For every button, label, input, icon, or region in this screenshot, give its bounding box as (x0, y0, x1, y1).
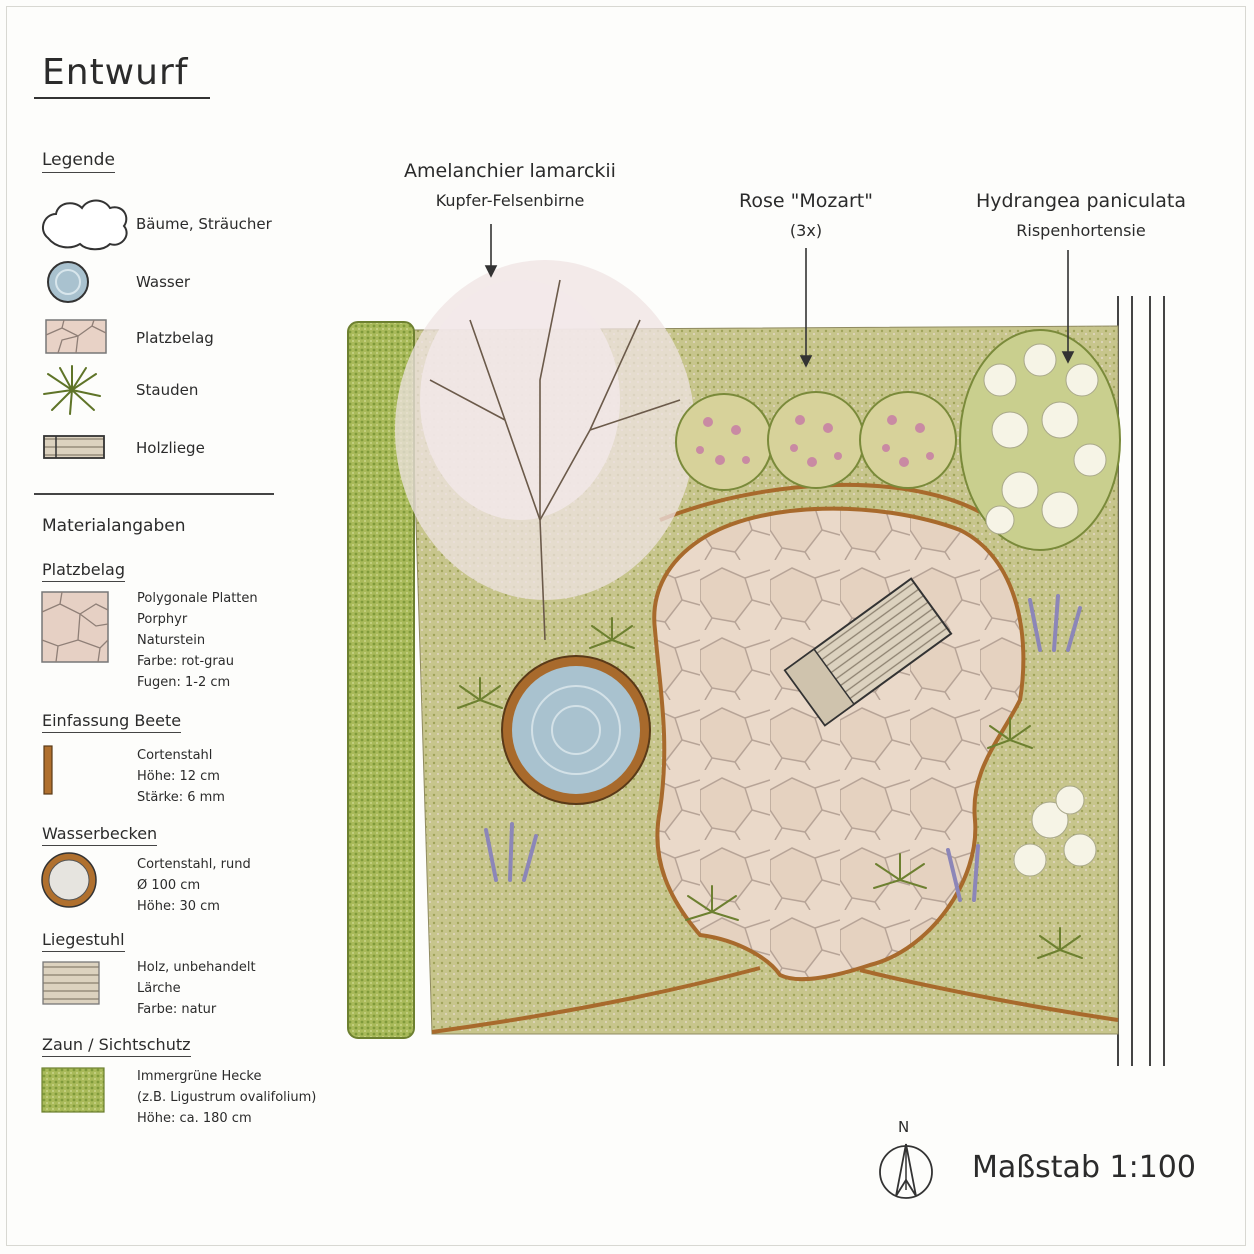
material-title-basin: Wasserbecken (42, 824, 158, 846)
annotation-botanical-name: Rose "Mozart" (739, 190, 873, 212)
material-hedge-details: Immergrüne Hecke (z.B. Ligustrum ovalifo… (137, 1066, 316, 1129)
title-underline (34, 97, 210, 99)
material-line: Immergrüne Hecke (137, 1069, 262, 1084)
material-edging-details: Cortenstahl Höhe: 12 cm Stärke: 6 mm (137, 745, 225, 808)
lavender-plants (484, 594, 1082, 902)
cloud-icon (41, 199, 128, 251)
material-line: Höhe: 12 cm (137, 769, 220, 784)
material-title-hedge: Zaun / Sichtschutz (42, 1035, 191, 1057)
scale-label: Maßstab 1:100 (972, 1150, 1196, 1185)
material-line: Höhe: ca. 180 cm (137, 1111, 252, 1126)
hedge-sample-icon (41, 1067, 105, 1113)
material-line: Fugen: 1-2 cm (137, 675, 231, 690)
material-line: Höhe: 30 cm (137, 899, 220, 914)
page-frame (6, 6, 1246, 1246)
legend-label-water: Wasser (136, 273, 191, 291)
hydrangea-shrub (959, 329, 1121, 877)
rose-shrubs (675, 391, 957, 491)
material-line: Cortenstahl, rund (137, 857, 251, 872)
annotation-amelanchier: Amelanchier lamarckii Kupfer-Felsenbirne (380, 156, 640, 216)
perennial-icon (43, 365, 101, 415)
perennial-plants (457, 617, 1083, 959)
material-line: Ø 100 cm (137, 878, 201, 893)
material-line: Cortenstahl (137, 748, 213, 763)
paving-icon (45, 319, 107, 354)
material-line: Stärke: 6 mm (137, 790, 225, 805)
paving-sample-icon (41, 591, 109, 663)
amelanchier-tree (395, 260, 695, 641)
north-label: N (898, 1118, 910, 1136)
material-line: Farbe: rot-grau (137, 654, 234, 669)
basin-icon (41, 852, 97, 908)
material-line: Polygonale Platten (137, 591, 258, 606)
legend-label-perennials: Stauden (136, 381, 199, 399)
material-lounger-details: Holz, unbehandelt Lärche Farbe: natur (137, 957, 256, 1020)
material-line: Porphyr (137, 612, 188, 627)
annotation-common-name: Rispenhortensie (1016, 221, 1146, 240)
annotation-count: (3x) (789, 221, 823, 240)
material-title-paving: Platzbelag (42, 560, 125, 582)
material-line: Naturstein (137, 633, 206, 648)
annotation-arrows (484, 224, 1075, 368)
water-basin (501, 655, 651, 805)
north-arrow-icon (879, 1143, 933, 1199)
legend-label-trees: Bäume, Sträucher (136, 215, 272, 233)
material-line: Holz, unbehandelt (137, 960, 256, 975)
annotation-hydrangea: Hydrangea paniculata Rispenhortensie (966, 186, 1196, 246)
legend-heading: Legende (42, 150, 115, 173)
material-title-edging: Einfassung Beete (42, 711, 182, 733)
legend-label-paving: Platzbelag (136, 329, 214, 347)
material-line: Farbe: natur (137, 1002, 217, 1017)
hedge (347, 321, 415, 1039)
material-line: Lärche (137, 981, 181, 996)
annotation-botanical-name: Amelanchier lamarckii (404, 160, 616, 182)
material-line: (z.B. Ligustrum ovalifolium) (137, 1090, 317, 1105)
materials-heading: Materialangaben (42, 516, 186, 536)
material-title-lounger: Liegestuhl (42, 930, 125, 952)
lounger-icon (43, 435, 105, 459)
annotation-botanical-name: Hydrangea paniculata (975, 190, 1187, 212)
annotation-common-name: Kupfer-Felsenbirne (435, 191, 585, 210)
annotation-rose: Rose "Mozart" (3x) (706, 186, 906, 246)
legend-label-lounger: Holzliege (136, 439, 205, 457)
legend-separator (34, 493, 274, 495)
material-basin-details: Cortenstahl, rund Ø 100 cm Höhe: 30 cm (137, 854, 251, 917)
material-paving-details: Polygonale Platten Porphyr Naturstein Fa… (137, 588, 258, 693)
wooden-lounger (783, 577, 953, 727)
page-title: Entwurf (42, 52, 189, 93)
property-boundary (1117, 296, 1165, 1066)
wood-sample-icon (42, 961, 100, 1005)
corten-edge-icon (43, 745, 53, 795)
water-icon (47, 261, 89, 303)
